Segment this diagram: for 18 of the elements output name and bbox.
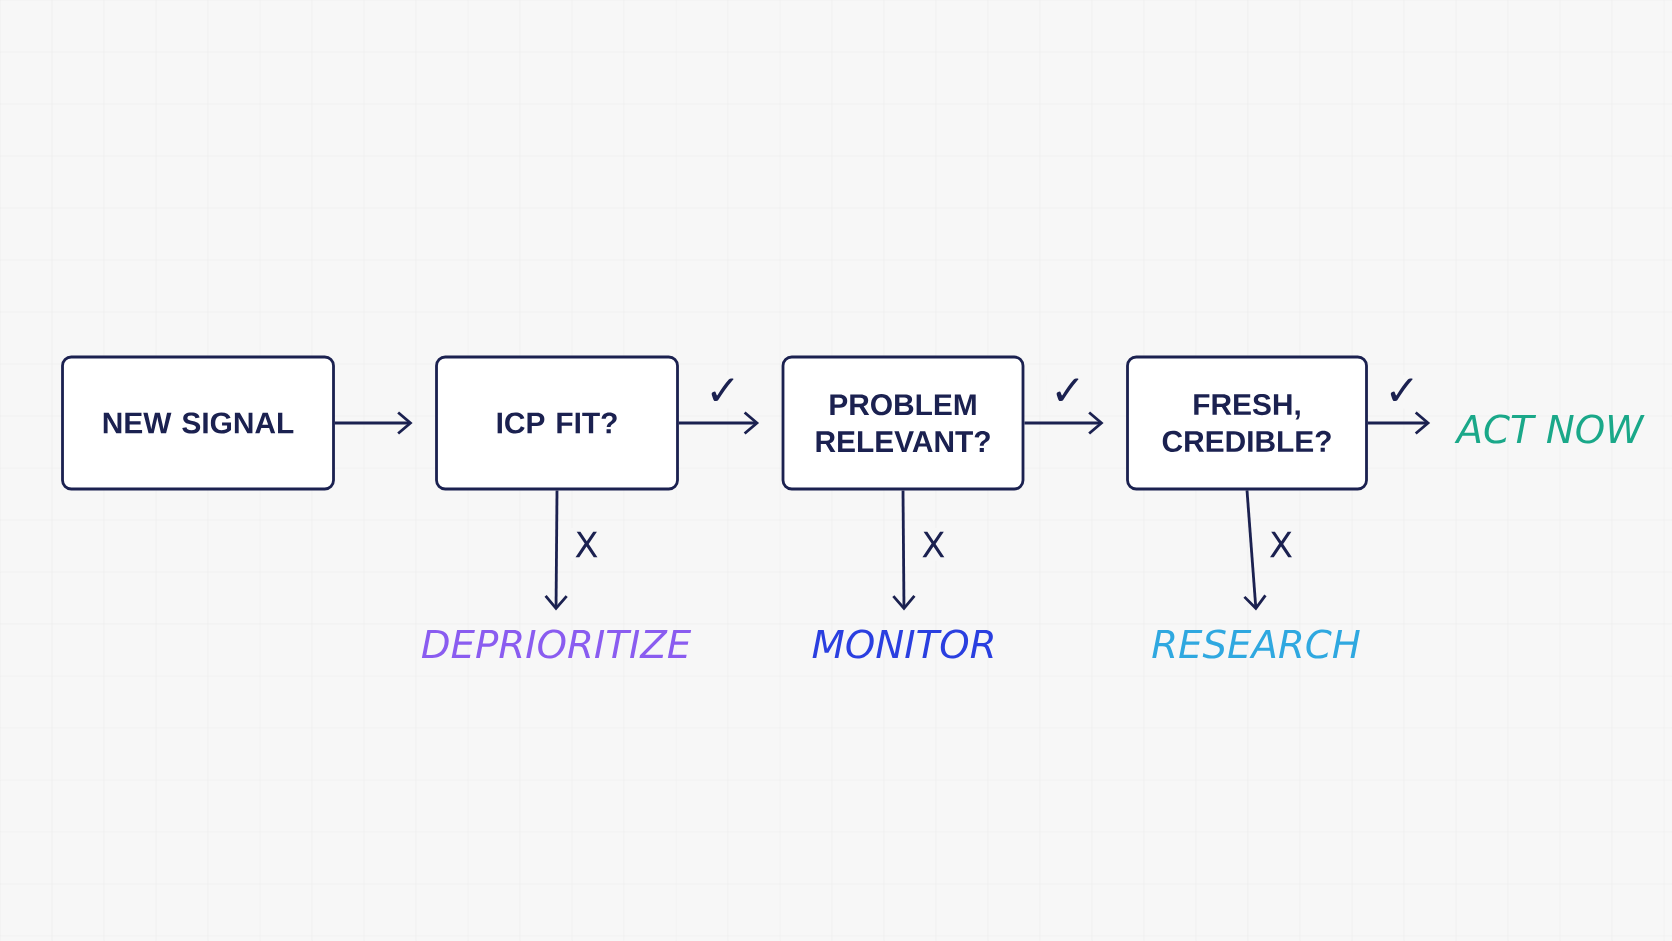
outcome-label: DEPRIORITIZE xyxy=(421,629,692,659)
process-box: ICP FIT? xyxy=(435,355,679,491)
process-box: NEW SIGNAL xyxy=(61,355,335,491)
edge-label: X xyxy=(1265,528,1297,561)
arrow xyxy=(1024,411,1104,435)
arrow xyxy=(1243,490,1267,611)
process-box: PROBLEM RELEVANT? xyxy=(781,355,1025,491)
edge-label: X xyxy=(917,528,949,561)
edge-label: X xyxy=(570,528,603,561)
arrow xyxy=(892,490,916,611)
arrow xyxy=(334,411,413,435)
outcome-label: RESEARCH xyxy=(1152,629,1360,659)
outcome-label: MONITOR xyxy=(812,629,993,659)
arrow xyxy=(678,411,760,435)
outcome-label: ACT NOW xyxy=(1454,414,1645,444)
arrow xyxy=(1367,411,1431,435)
arrow xyxy=(544,490,568,611)
process-box: FRESH, CREDIBLE? xyxy=(1126,355,1368,491)
